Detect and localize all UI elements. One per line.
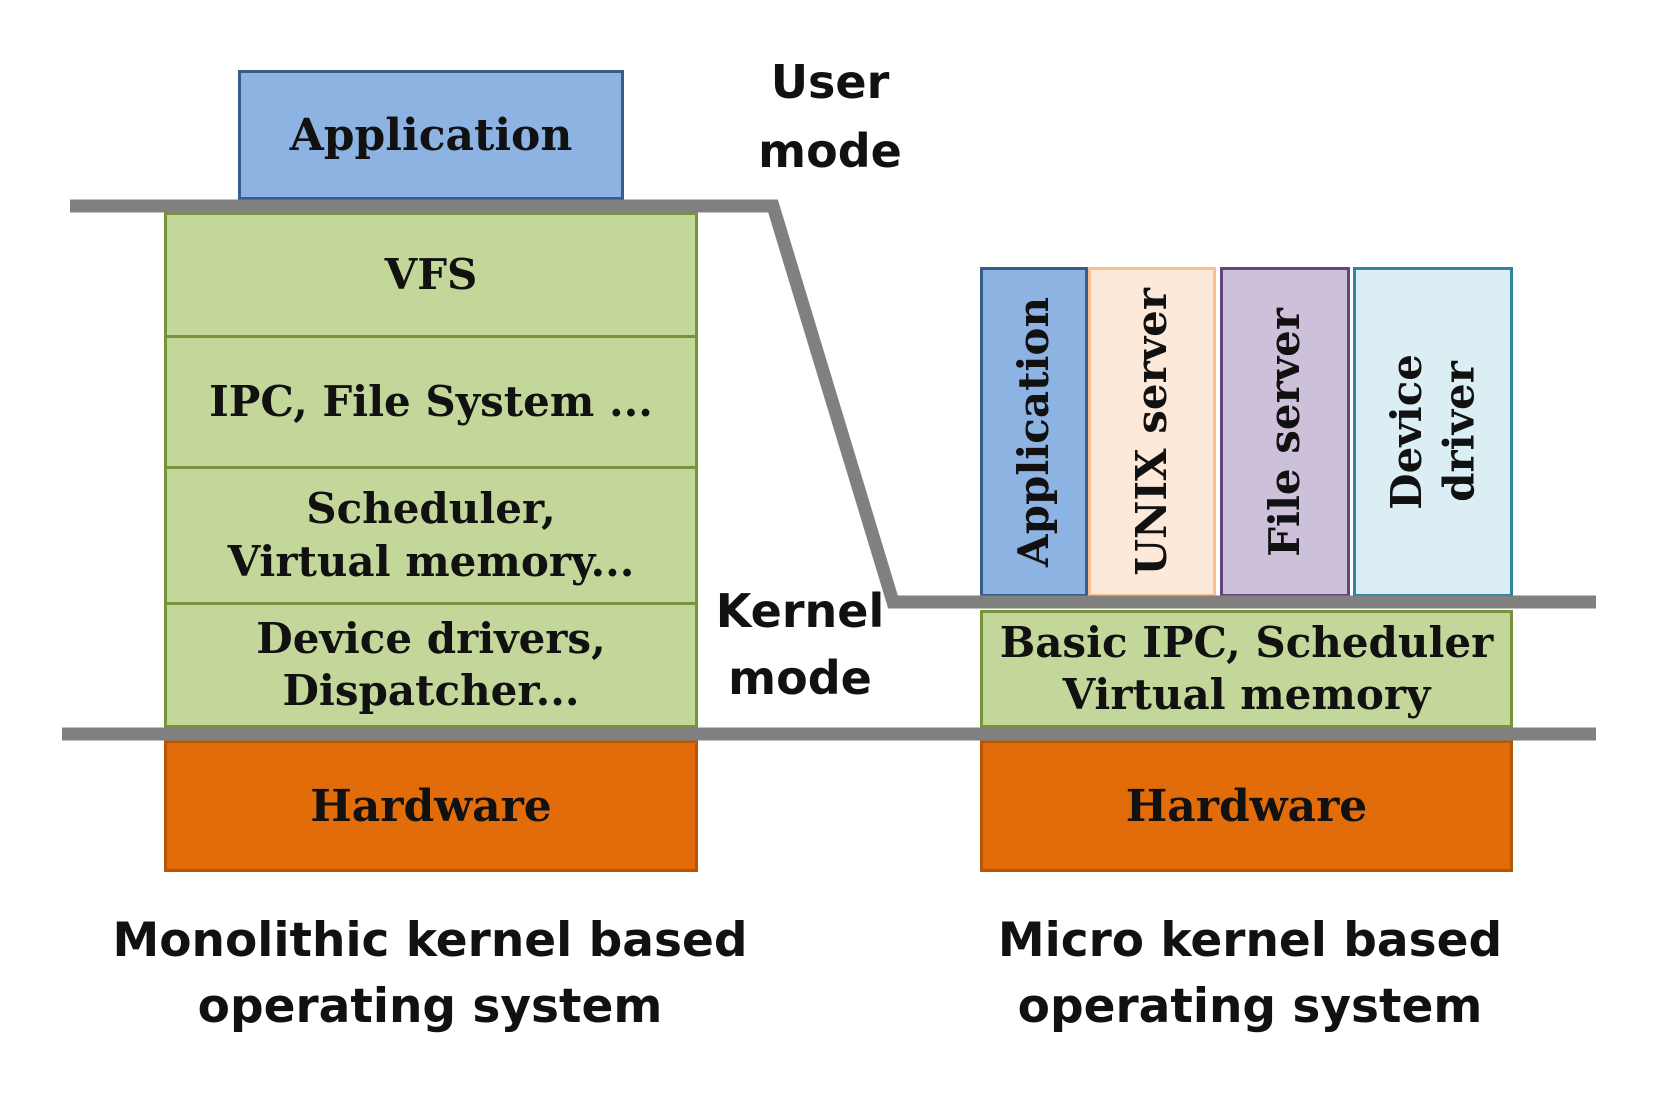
kernel-mode-label: Kernel mode [715,584,885,705]
monolithic-caption: Monolithic kernel based operating system [112,913,748,1034]
user-mode-label: User mode [758,55,902,178]
mono-hardware-box: Hardware [164,740,698,872]
mono-drivers-dispatcher-box: Device drivers, Dispatcher... [164,602,698,728]
micro-file-server-box: File server [1220,267,1350,597]
micro-hardware-box: Hardware [980,740,1513,872]
mono-application-box: Application [238,70,624,200]
micro-caption: Micro kernel based operating system [997,913,1503,1034]
micro-kernel-core-box: Basic IPC, Scheduler Virtual memory [980,610,1513,728]
mono-hardware-label: Hardware [310,780,552,832]
micro-hardware-label: Hardware [1125,780,1368,832]
micro-device-driver-box: Device driver [1353,267,1513,597]
micro-kernel-core-label: Basic IPC, Scheduler Virtual memory [999,617,1494,720]
mono-application-label: Application [289,109,573,161]
mono-drivers-dispatcher-label: Device drivers, Dispatcher... [256,613,606,716]
mono-scheduler-vm-box: Scheduler, Virtual memory... [164,466,698,605]
mono-ipc-fs-label: IPC, File System ... [209,376,653,426]
mono-ipc-fs-box: IPC, File System ... [164,335,698,469]
user-kernel-boundary-line [70,199,1596,609]
micro-application-box: Application [980,267,1088,597]
mono-vfs-label: VFS [384,249,478,299]
mono-scheduler-vm-label: Scheduler, Virtual memory... [227,484,635,586]
